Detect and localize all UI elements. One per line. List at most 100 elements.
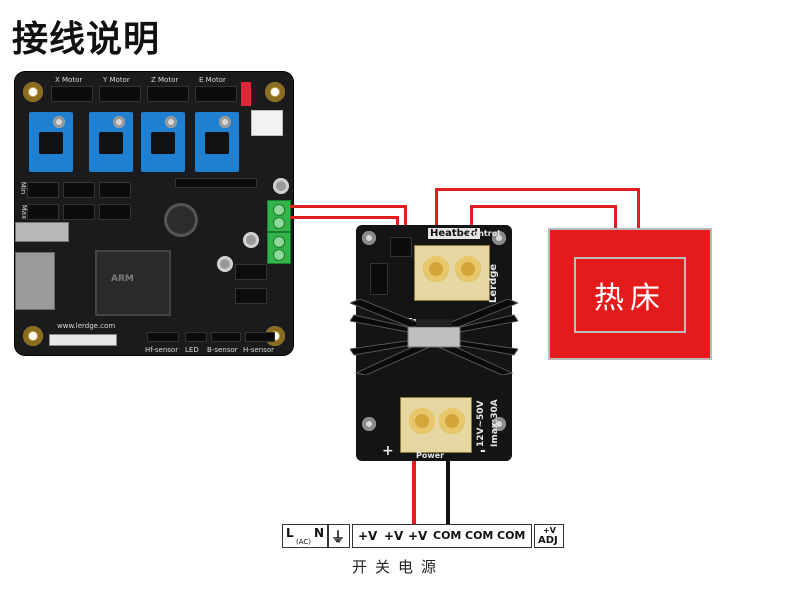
label-heatbed: Heatbed [428, 228, 480, 239]
mount-hole-icon [492, 417, 506, 431]
psu-plus-v: +V [358, 529, 378, 543]
screw-terminal-icon [455, 256, 481, 282]
sensor-header [245, 332, 275, 342]
white-connector [251, 110, 283, 136]
mount-hole-icon [362, 231, 376, 245]
control-wire-negative [290, 216, 398, 219]
psu-wire-negative [446, 440, 450, 526]
heatbed-output-terminal [414, 245, 490, 301]
pin-header [175, 178, 257, 188]
mosfet-module: Heatbed control Lerdge Fan [350, 225, 518, 461]
label-b-sensor: B-sensor [207, 346, 238, 354]
page-title: 接线说明 [12, 19, 161, 60]
endstop-header [99, 204, 131, 220]
brand-label: Lerdge [488, 263, 499, 303]
website-label: www.lerdge.com [57, 322, 116, 330]
sensor-header [147, 332, 179, 342]
psu-dc-output [352, 524, 532, 548]
controller-board: X Motor Y Motor Z Motor E Motor Min Max [15, 72, 293, 355]
inductor [167, 206, 195, 234]
psu-l-label: L [286, 526, 294, 540]
heated-bed-label: 热床 [594, 281, 666, 316]
power-pins [241, 82, 251, 106]
control-connector [390, 237, 412, 257]
mount-hole-icon [362, 417, 376, 431]
endstop-header [99, 182, 131, 198]
control-wire-positive [290, 205, 406, 208]
heatsink-icon [350, 299, 518, 375]
psu-com: COM [497, 529, 526, 542]
capacitor [217, 256, 233, 272]
motor-header [51, 86, 93, 102]
label-led: LED [185, 346, 199, 354]
mount-hole-icon [492, 231, 506, 245]
label-power: Power [416, 451, 445, 460]
stepper-driver [29, 112, 73, 172]
rating-voltage: 12V~50V [476, 400, 486, 447]
screw-terminal-icon [409, 408, 435, 434]
endstop-header [27, 204, 59, 220]
mount-hole-icon [23, 326, 43, 346]
motor-label-z: Z Motor [151, 76, 179, 84]
motor-label-e: E Motor [199, 76, 226, 84]
rating-current: Imax:30A [490, 399, 500, 447]
heater-wire-1 [435, 188, 438, 258]
capacitor [273, 178, 289, 194]
psu-ground [328, 524, 350, 548]
psu-com: COM [433, 529, 462, 542]
heatbed-output-terminal [267, 200, 291, 232]
psu-wire-positive [412, 440, 416, 526]
motor-header [195, 86, 237, 102]
label-min: Min [19, 181, 28, 195]
screw-terminal-icon [439, 408, 465, 434]
label-h-sensor: H-sensor [243, 346, 274, 354]
heater-wire-2 [470, 205, 616, 208]
heated-bed-inner-frame [574, 257, 686, 333]
psu-adj-top: +V [543, 526, 556, 535]
motor-label-x: X Motor [55, 76, 83, 84]
stepper-driver [141, 112, 185, 172]
mcu-chip: ARM [95, 250, 171, 316]
mount-hole-icon [23, 82, 43, 102]
label-minus: - [480, 443, 486, 459]
mount-hole-icon [265, 82, 285, 102]
psu-plus-v: +V [384, 529, 404, 543]
psu-plus-v: +V [408, 529, 428, 543]
psu-adjust [534, 524, 564, 548]
endstop-header [27, 182, 59, 198]
aux-header [235, 264, 267, 280]
stepper-driver [89, 112, 133, 172]
sd-card-slot [15, 252, 55, 310]
psu-ac-input [282, 524, 328, 548]
ribbon-connector [49, 334, 117, 346]
label-hf-sensor: Hf-sensor [145, 346, 179, 354]
power-input-terminal [400, 397, 472, 453]
sensor-header [185, 332, 207, 342]
motor-header [99, 86, 141, 102]
heater-wire-1 [637, 188, 640, 230]
endstop-header [63, 204, 95, 220]
screw-terminal-icon [423, 256, 449, 282]
motor-header [147, 86, 189, 102]
label-control: control [468, 229, 500, 238]
label-plus: + [382, 443, 394, 459]
psu-adj-bottom: ADJ [538, 535, 558, 546]
heater-wire-2 [614, 205, 617, 230]
power-input-terminal [267, 232, 291, 264]
psu-com: COM [465, 529, 494, 542]
usb-connector [15, 222, 69, 242]
aux-header [235, 288, 267, 304]
heater-wire-1 [435, 188, 639, 191]
stepper-driver [195, 112, 239, 172]
psu-n-label: N [314, 526, 325, 540]
mosfet-chip [370, 263, 388, 295]
psu-caption: 开关电源 [352, 558, 445, 576]
psu-ac-label: (AC) [296, 538, 312, 546]
sensor-header [211, 332, 241, 342]
ground-icon: ⏚ [331, 530, 345, 546]
endstop-header [63, 182, 95, 198]
capacitor [243, 232, 259, 248]
mcu-marking: ARM [111, 274, 134, 284]
motor-label-y: Y Motor [103, 76, 130, 84]
